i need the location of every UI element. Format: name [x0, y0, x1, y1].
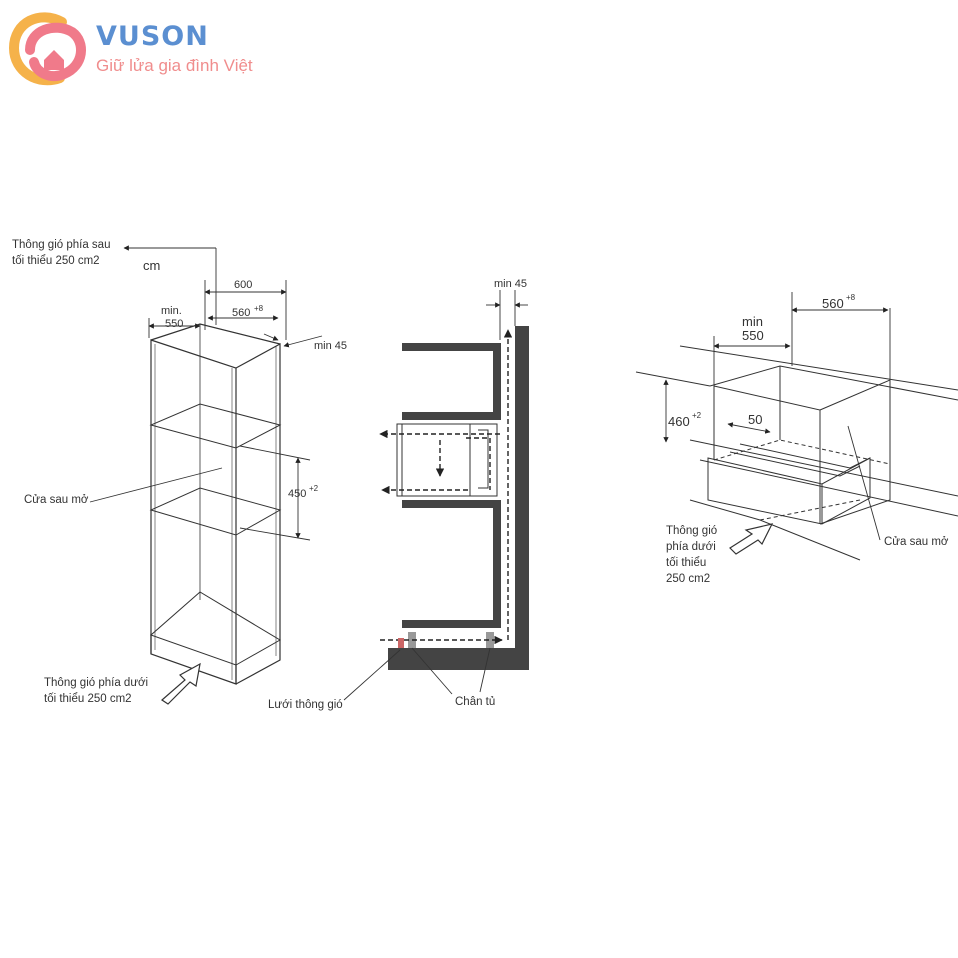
- label-right-vent-line3: tối thiểu: [666, 557, 706, 569]
- label-right-vent-line1: Thông gió: [666, 525, 717, 537]
- dim-right-50: 50: [748, 412, 762, 427]
- brand-name: VUSON: [96, 21, 209, 52]
- label-bottom-vent-line2: tối thiểu 250 cm2: [44, 693, 132, 705]
- section-view-drawing: [343, 290, 529, 701]
- label-rear-vent-line1: Thông gió phía sau: [12, 239, 110, 251]
- dim-right-560-sup: +8: [846, 293, 856, 302]
- brand-tagline: Giữ lửa gia đình Việt: [96, 56, 253, 75]
- tall-cabinet-drawing: [149, 323, 282, 685]
- under-counter-drawing: [635, 345, 958, 561]
- dim-left-560-sup: +8: [254, 304, 264, 313]
- dim-600: 600: [234, 279, 252, 291]
- dim-right-460: 460: [668, 414, 690, 429]
- label-unit: cm: [143, 258, 160, 273]
- dim-right-460-sup: +2: [692, 411, 702, 420]
- dim-right-min: min: [742, 314, 763, 329]
- dim-left-450: 450: [288, 488, 306, 500]
- brand-logo-icon: [8, 12, 86, 86]
- label-vent-grille: Lưới thông gió: [268, 699, 343, 711]
- label-right-vent-line2: phía dưới: [666, 541, 716, 553]
- dim-left-550: 550: [165, 318, 183, 330]
- label-rear-open-right: Cửa sau mở: [884, 536, 949, 548]
- label-bottom-vent-line1: Thông gió phía dưới: [44, 677, 148, 689]
- label-rear-open-left: Cửa sau mở: [24, 494, 89, 506]
- bottom-vent-arrow-right: [729, 523, 774, 555]
- label-rear-vent-line2: tối thiểu 250 cm2: [12, 255, 100, 267]
- under-counter-dimensions: [663, 292, 891, 541]
- dim-right-550: 550: [742, 328, 764, 343]
- bottom-vent-arrow-left: [161, 662, 201, 705]
- label-cabinet-foot: Chân tủ: [455, 696, 495, 708]
- dim-left-min: min.: [161, 305, 182, 317]
- dim-left-min45: min 45: [314, 340, 347, 352]
- dim-left-450-sup: +2: [309, 484, 319, 493]
- brand-logo-text: VUSON Giữ lửa gia đình Việt: [96, 22, 253, 76]
- dim-right-560: 560: [822, 296, 844, 311]
- dim-left-560: 560: [232, 307, 250, 319]
- label-right-vent-line4: 250 cm2: [666, 573, 710, 585]
- dim-middle-min45: min 45: [494, 278, 527, 290]
- tall-cabinet-dimensions: [89, 245, 323, 541]
